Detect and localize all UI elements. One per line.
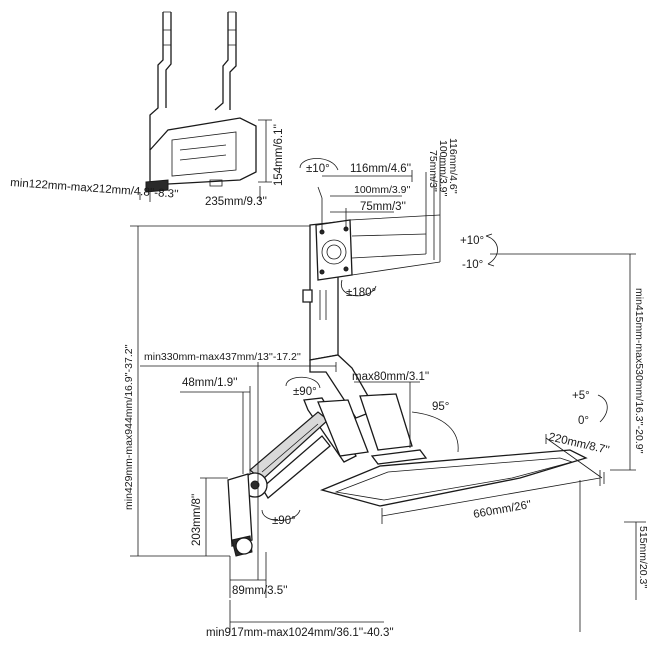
- keyboard-angle-label: 95°: [432, 401, 449, 413]
- keyboard-tilt-zero-label: 0°: [578, 415, 589, 427]
- cpu-holder-width-label: 235mm/9.3'': [205, 196, 267, 208]
- vesa-mount-drawing: [299, 156, 441, 361]
- vesa-116-vertical-label: 116mm/4.6'': [447, 138, 459, 194]
- monitor-tilt-plus-label: +10°: [460, 235, 484, 247]
- monitor-tilt-indicator: [485, 233, 498, 267]
- cpu-holder-height-label: 154mm/6.1'': [273, 124, 285, 186]
- wall-plate-height-label: 203mm/8'': [191, 494, 203, 546]
- monitor-tilt-label: ±10°: [306, 163, 330, 175]
- wall-offset-label: 48mm/1.9'': [182, 377, 238, 389]
- vesa-116-horizontal-label: 116mm/4.6'': [350, 163, 411, 175]
- tray-height-label: 515mm/20.3'': [637, 526, 649, 588]
- keyboard-width-label: 660mm/26'': [472, 499, 532, 521]
- monitor-to-tray-label: min415mm-max530mm/16.3''-20.9'': [633, 288, 645, 454]
- vesa-75-vertical-label: 75mm/3'': [427, 150, 439, 192]
- cpu-holder-drawing: [139, 11, 272, 202]
- gap-max-label: max80mm/3.1'': [352, 371, 429, 383]
- total-depth-label: min917mm-max1024mm/36.1''-40.3'': [206, 627, 394, 639]
- arm-reach-label: min330mm-max437mm/13''-17.2'': [144, 351, 301, 363]
- vesa-100-vertical-label: 100mm/3.9'': [437, 140, 449, 197]
- vesa-100-horizontal-label: 100mm/3.9'': [354, 184, 411, 196]
- keyboard-tilt-plus-label: +5°: [572, 390, 590, 402]
- monitor-tilt-minus-label: -10°: [462, 259, 483, 271]
- monitor-rotate-label: ±180°: [346, 287, 376, 299]
- total-height-label: min429mm-max944mm/16.9''-37.2'': [123, 344, 135, 510]
- arm-swivel-lower-label: ±90°: [272, 515, 296, 527]
- arm-drawing: [227, 354, 588, 557]
- wall-plate-width-label: 89mm/3.5'': [232, 585, 288, 597]
- vesa-75-horizontal-label: 75mm/3'': [360, 201, 406, 213]
- arm-swivel-upper-label: ±90°: [293, 386, 317, 398]
